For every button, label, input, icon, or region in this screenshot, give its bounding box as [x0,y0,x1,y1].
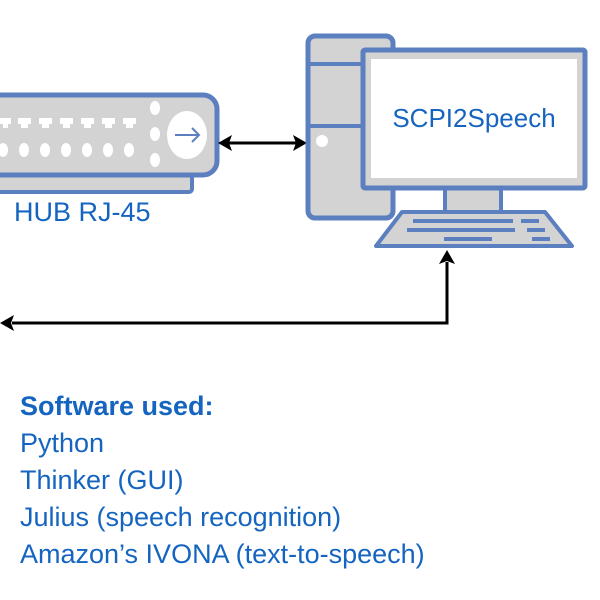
hub-leds [0,101,160,167]
software-list: Software used: Python Thinker (GUI) Juli… [20,388,425,573]
arrow-head-left-icon [218,135,232,151]
software-item: Amazon’s IVONA (text-to-speech) [20,539,425,569]
arrow-right-icon [175,127,201,143]
led-icon [150,127,160,141]
keyboard-keys [407,219,550,241]
rj45-port-icon [0,118,11,128]
hub-label: HUB RJ-45 [14,197,151,227]
monitor-screen [371,59,577,178]
hub-body [0,92,220,178]
computer-device: SCPI2Speech [305,33,588,248]
software-item: Julius (speech recognition) [20,502,342,532]
keyboard-output-connection [0,250,455,331]
hub-ports [0,118,136,128]
led-icon [103,143,113,157]
screen-label: SCPI2Speech [392,103,555,133]
led-icon [61,143,71,157]
rj45-port-icon [39,118,52,128]
arrow-head-left-icon [0,315,14,331]
rj45-port-icon [102,118,115,128]
rj45-port-icon [60,118,73,128]
led-icon [150,153,160,167]
rj45-port-icon [81,118,94,128]
rj45-port-icon [18,118,31,128]
led-icon [40,143,50,157]
software-item: Thinker (GUI) [20,465,184,495]
led-icon [82,143,92,157]
led-icon [0,143,8,157]
led-icon [19,143,29,157]
arrow-head-up-icon [439,250,455,264]
hub-device: HUB RJ-45 [0,92,220,227]
rj45-port-icon [123,118,136,128]
software-title: Software used: [20,391,214,421]
arrow-head-right-icon [293,135,307,151]
network-diagram: HUB RJ-45 SCPI2Speech [0,33,588,331]
led-icon [124,143,134,157]
power-button-icon [316,135,328,147]
hub-computer-connection [218,135,307,151]
software-item: Python [20,428,105,458]
led-icon [150,101,160,115]
